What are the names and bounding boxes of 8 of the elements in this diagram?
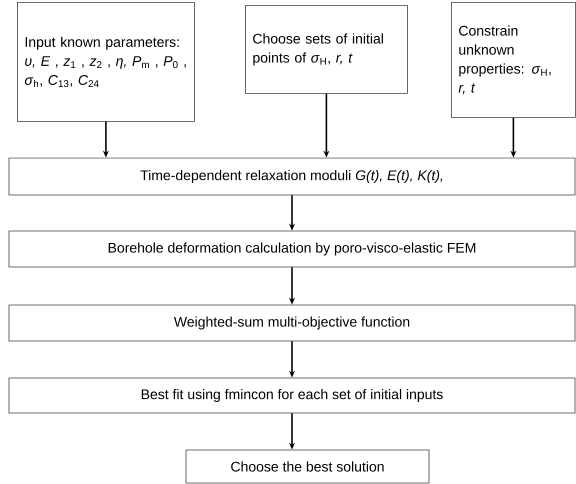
process-box: Weighted-sum multi-objective function <box>8 304 576 342</box>
input-box: Constrain unknown properties: σ$_{H}$, r, t <box>451 2 576 118</box>
process-box: Borehole deformation calculation by poro-visco-elastic FEM <box>8 230 576 268</box>
process-box: Time-dependent relaxation moduli G(t), E(t), K(t), <box>8 158 576 196</box>
input-box: Input known parameters: υ, E , z$_{1}$ , z$_{2}$ , η, P$_{m}$ , P$_{0}$ , σ$_{h}$, C$_{13}$, C$_{24}$ <box>17 2 195 122</box>
process-box: Best fit using fmincon for each set of initial inputs <box>8 378 576 414</box>
process-box: Choose the best solution <box>186 450 430 484</box>
input-box: Choose sets of initial points of σ$_{H}$, r, t <box>245 4 408 94</box>
